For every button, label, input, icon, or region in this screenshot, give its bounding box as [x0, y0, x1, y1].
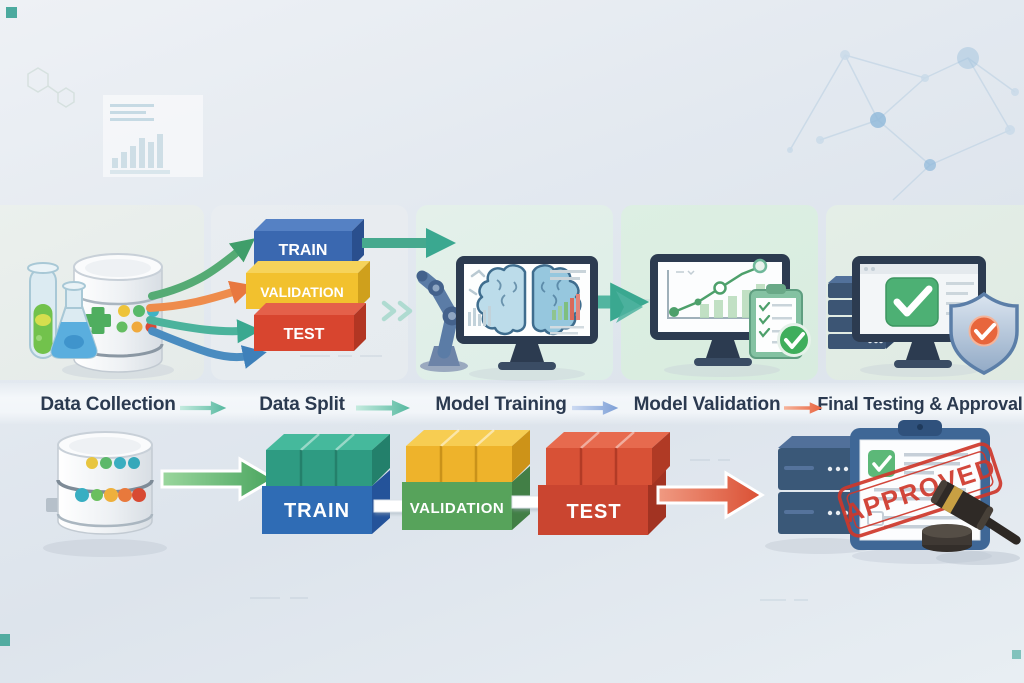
gavel-icon — [922, 480, 1021, 565]
screen-left-details — [468, 269, 491, 326]
shield-icon — [949, 291, 1019, 375]
stage-label-data-split: Data Split — [259, 394, 345, 415]
shadow — [469, 367, 585, 381]
data-collection-illustration — [27, 238, 267, 379]
checkbox-outline — [867, 511, 884, 526]
validation-block: VALIDATION — [246, 261, 370, 309]
test-block: TEST — [254, 303, 366, 351]
check-icon — [868, 450, 895, 477]
document-lines — [874, 453, 970, 529]
robot-arm-icon — [416, 270, 468, 372]
train-block-label: TRAIN — [284, 500, 350, 522]
train-block: TRAIN — [254, 219, 364, 267]
label-band — [0, 383, 1024, 425]
test-tube-icon — [27, 262, 59, 359]
fan-arrows-icon — [146, 238, 267, 369]
stage-label-model-validation: Model Validation — [633, 394, 781, 415]
hexagon-molecule-icon — [27, 67, 75, 108]
final-testing-illustration — [828, 256, 1019, 377]
test-to-approval-arrow — [656, 470, 765, 520]
data-dots — [75, 457, 146, 502]
model-validation-illustration — [616, 254, 811, 377]
model-training-illustration — [416, 256, 650, 381]
bottom-flow-illustration: TRAIN VALIDATION — [43, 420, 1021, 565]
database-icon — [46, 431, 154, 535]
train-block-label: TRAIN — [279, 242, 328, 259]
chevrons-icon — [381, 300, 413, 322]
collection-to-train-arrow — [160, 456, 277, 502]
clipboard-icon: APPROVED — [837, 420, 1003, 564]
check-badge-icon — [777, 323, 811, 357]
label-arrow-teal-2 — [356, 400, 410, 416]
validation-block-label: VALIDATION — [260, 284, 343, 300]
plus-icon — [85, 307, 111, 334]
stage-label-data-collection: Data Collection — [40, 394, 176, 415]
corner-accent-squares — [0, 7, 1021, 659]
validation-block-label: VALIDATION — [410, 500, 504, 517]
label-arrow-teal-1 — [180, 401, 227, 415]
label-arrow-orange — [784, 402, 823, 414]
shadow — [664, 363, 780, 377]
background-decorations — [0, 7, 1021, 659]
flask-icon — [50, 281, 98, 359]
validation-block: VALIDATION — [402, 429, 530, 530]
shadow — [43, 539, 167, 557]
validation-entry-chevron — [616, 291, 643, 323]
stage-label-final-testing: Final Testing & Approval — [817, 394, 1023, 414]
shadow — [765, 538, 875, 554]
stage-label-model-training: Model Training — [435, 394, 567, 415]
check-icon — [885, 277, 939, 327]
test-block-label: TEST — [566, 501, 621, 523]
network-graph-icon — [789, 54, 1016, 201]
faint-chart-card-icon — [103, 95, 203, 177]
label-arrow-blue — [572, 401, 619, 415]
mini-bar-chart-icon — [550, 270, 586, 335]
test-block: TEST — [538, 431, 670, 535]
test-block-label: TEST — [284, 326, 325, 343]
train-block: TRAIN — [262, 433, 390, 534]
network-nodes-icon — [787, 47, 1019, 171]
data-split-illustration: TRAIN VALIDATION TEST — [246, 219, 456, 351]
